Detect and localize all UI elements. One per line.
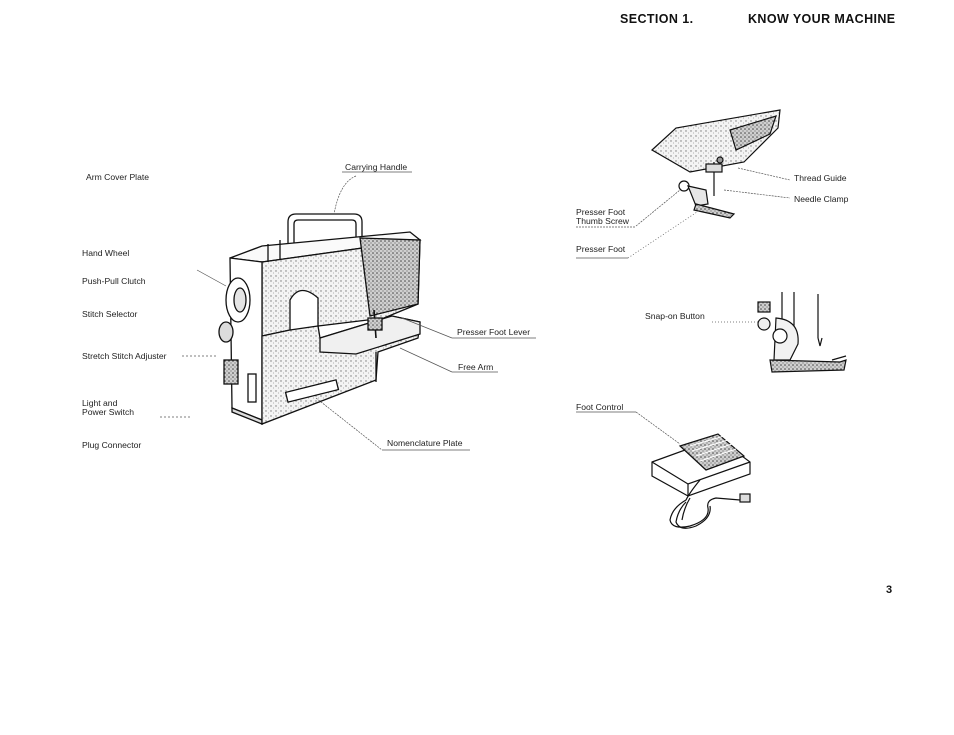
section-title: KNOW YOUR MACHINE [748, 12, 896, 26]
label-stretch-stitch-adjuster: Stretch Stitch Adjuster [82, 351, 167, 361]
label-free-arm: Free Arm [458, 362, 494, 372]
label-carrying-handle: Carrying Handle [345, 162, 408, 172]
label-stitch-selector: Stitch Selector [82, 309, 138, 319]
label-arm-cover-plate: Arm Cover Plate [86, 172, 150, 182]
label-foot-control: Foot Control [576, 402, 624, 412]
sewing-machine-illustration [218, 213, 422, 425]
label-presser-foot-thumb-screw-line1: Presser Foot [576, 207, 626, 217]
label-presser-foot-lever: Presser Foot Lever [457, 327, 531, 337]
snap-on-foot-illustration [757, 292, 847, 373]
label-thread-guide: Thread Guide [794, 173, 847, 183]
leader-lines [160, 171, 536, 451]
foot-control-illustration [651, 433, 751, 529]
section-number: SECTION 1. [620, 12, 694, 26]
label-light-and-power-switch-line1: Light and [82, 398, 118, 408]
page-number: 3 [886, 584, 893, 596]
presser-foot-illustration [650, 109, 781, 219]
label-presser-foot: Presser Foot [576, 244, 626, 254]
label-plug-connector: Plug Connector [82, 440, 142, 450]
label-snap-on-button: Snap-on Button [645, 311, 705, 321]
label-presser-foot-thumb-screw-line2: Thumb Screw [576, 216, 630, 226]
label-push-pull-clutch: Push-Pull Clutch [82, 276, 146, 286]
label-light-and-power-switch-line2: Power Switch [82, 407, 135, 417]
label-needle-clamp: Needle Clamp [794, 194, 849, 204]
label-nomenclature-plate: Nomenclature Plate [387, 438, 463, 448]
label-hand-wheel: Hand Wheel [82, 248, 130, 258]
